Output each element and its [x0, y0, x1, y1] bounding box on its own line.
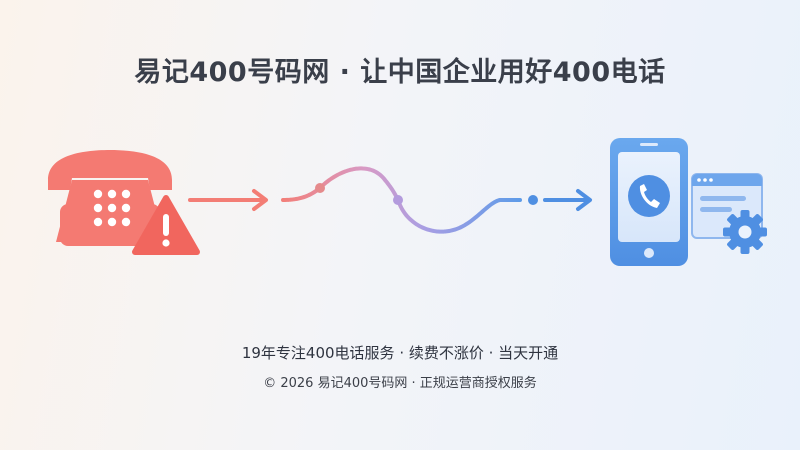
- warning-icon: [132, 195, 200, 255]
- landline-phone-icon: [48, 150, 172, 246]
- page-title: 易记400号码网 · 让中国企业用好400电话: [134, 57, 666, 88]
- arrow-right-icon: [543, 189, 592, 211]
- signal-wave: [281, 166, 538, 234]
- tagline: 19年专注400电话服务 · 续费不涨价 · 当天开通: [241, 344, 559, 362]
- gear-icon: [723, 210, 767, 254]
- copyright-notice: © 2026 易记400号码网 · 正规运营商授权服务: [263, 376, 537, 391]
- arrow-right-icon: [188, 189, 268, 211]
- phone-call-icon: [628, 175, 670, 217]
